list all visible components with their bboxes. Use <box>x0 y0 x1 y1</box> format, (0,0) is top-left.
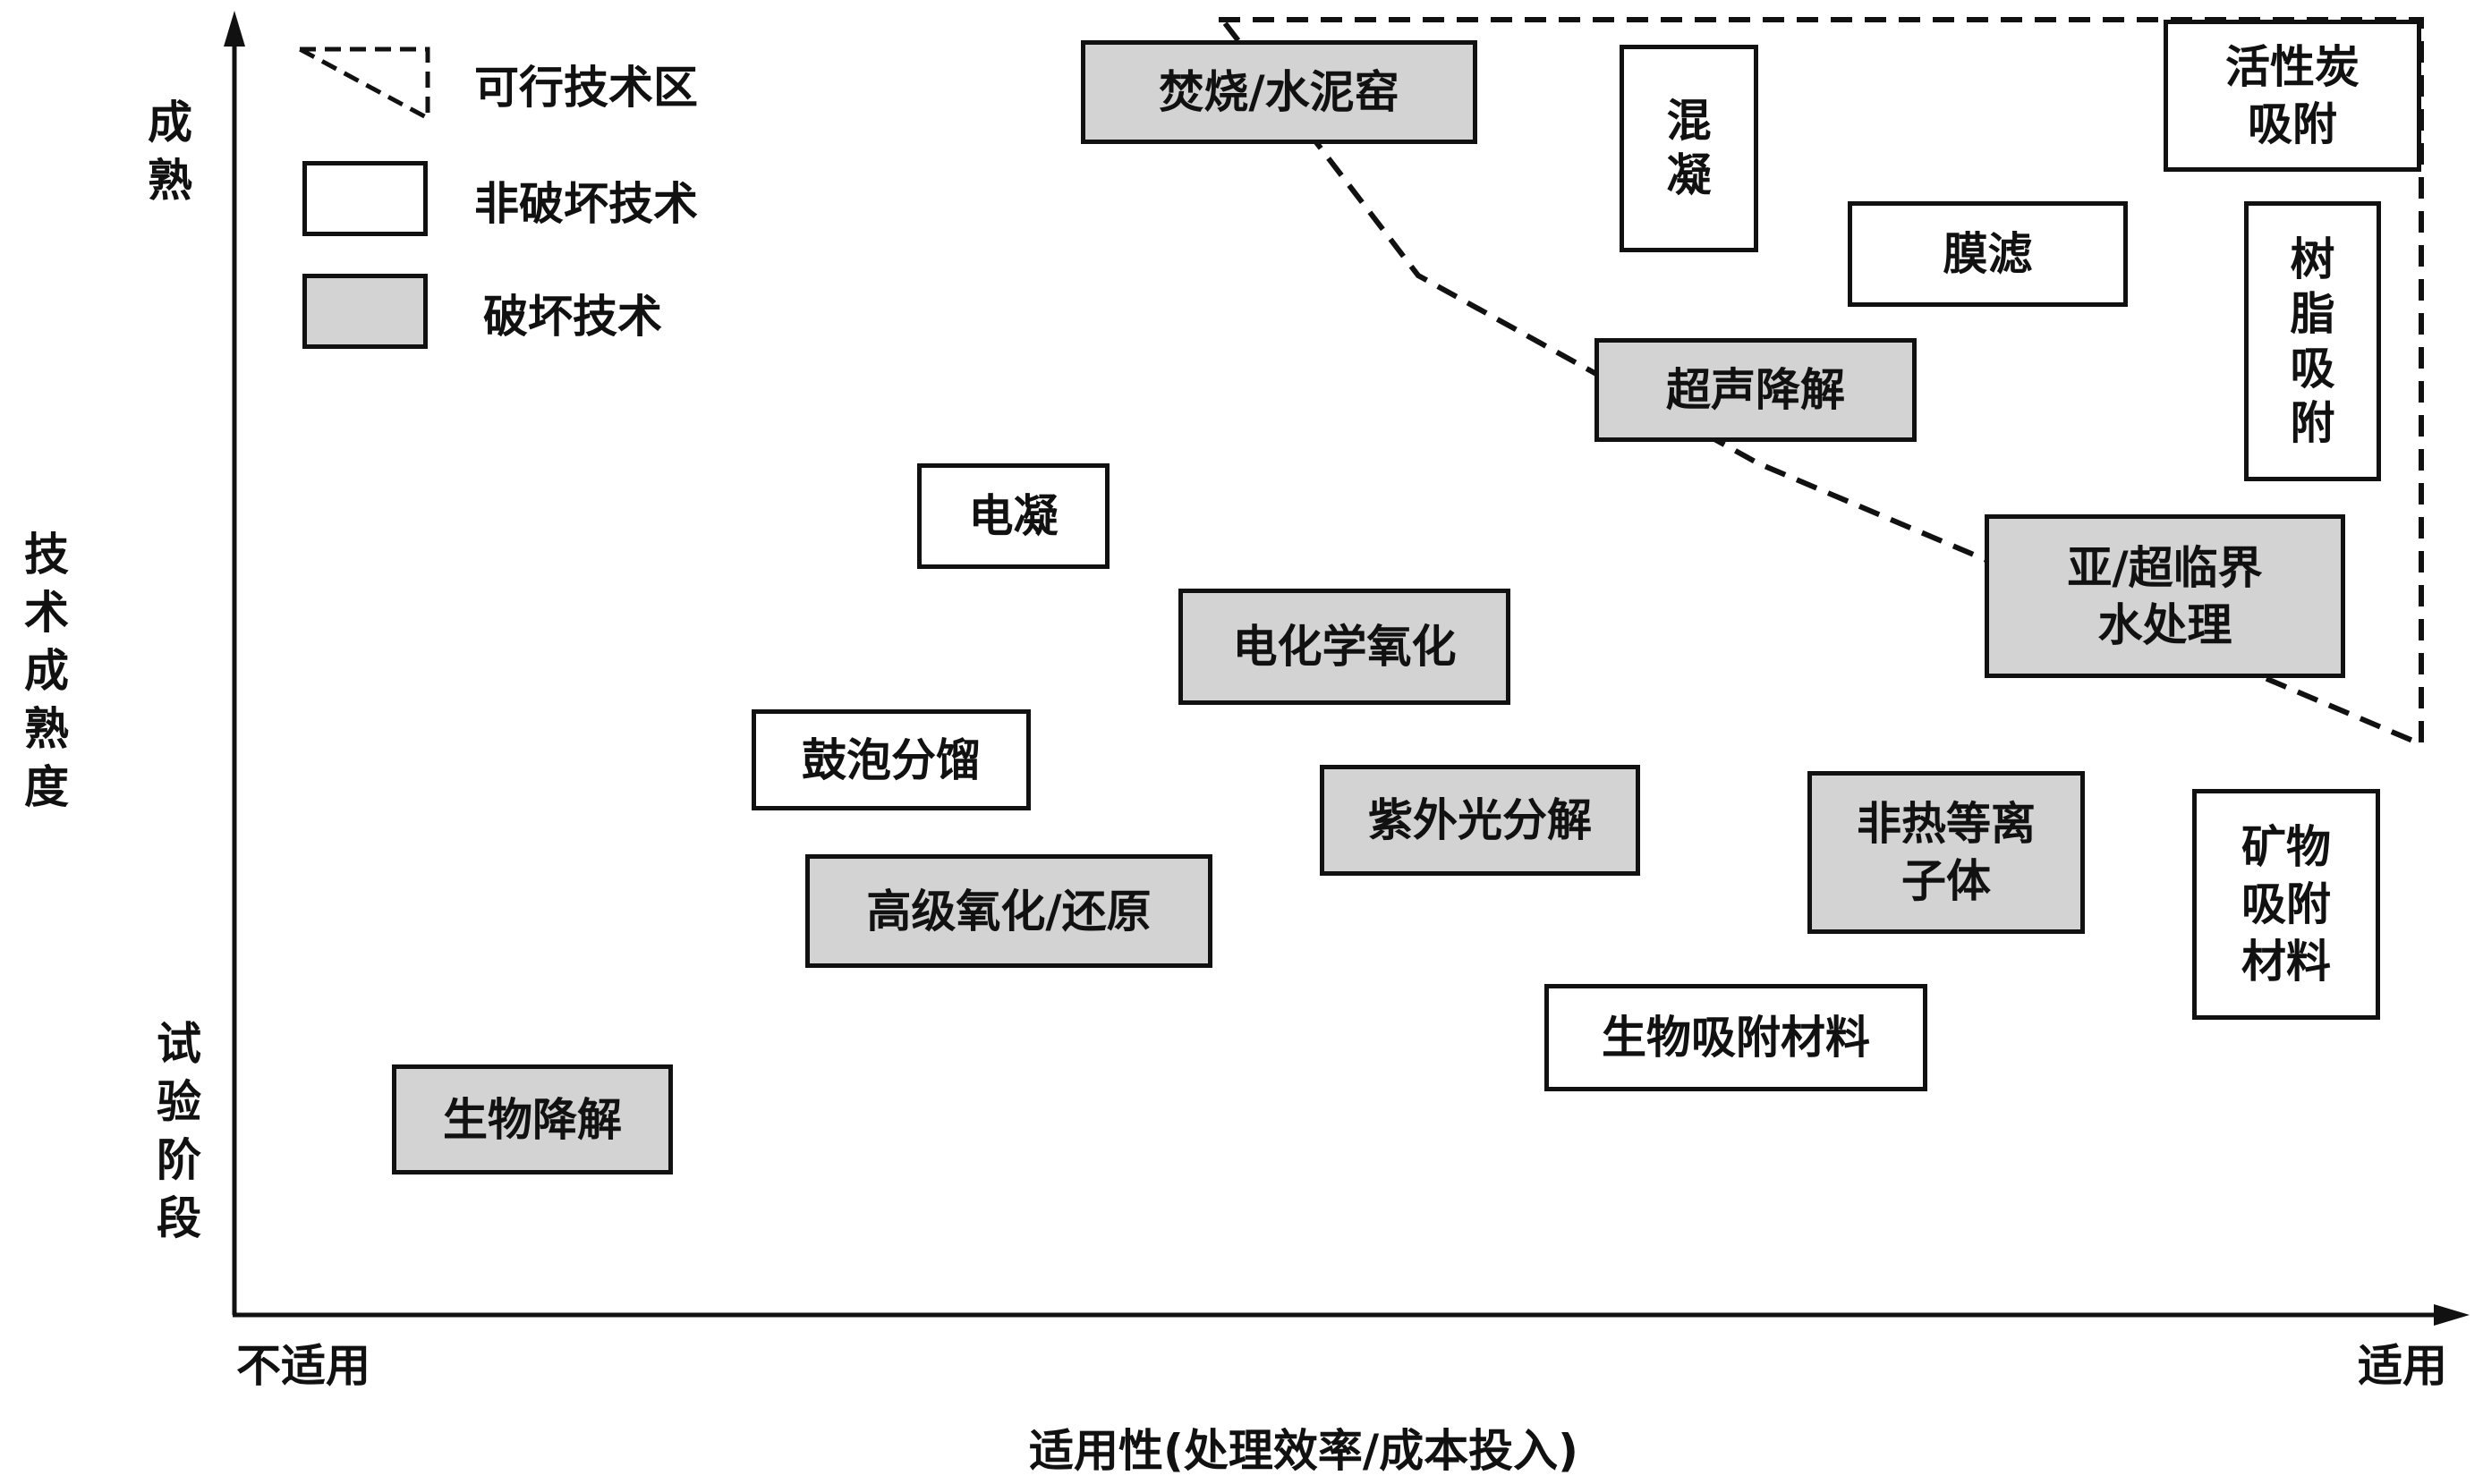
tech-electrocoag: 电凝 <box>917 463 1110 569</box>
tech-foam-fractionation: 鼓泡分馏 <box>752 709 1031 810</box>
tech-activated-carbon: 活性炭 吸附 <box>2164 20 2421 172</box>
legend-feasible-swatch <box>298 47 430 123</box>
y-bottom-label: 试验阶段 <box>157 1018 201 1244</box>
tech-resin: 树 脂 吸 附 <box>2244 201 2381 481</box>
tech-uv-degradation: 紫外光分解 <box>1320 765 1640 876</box>
tech-supercritical: 亚/超临界 水处理 <box>1985 514 2345 678</box>
tech-incineration: 焚烧/水泥窑 <box>1081 40 1477 144</box>
legend-non-destructive-swatch <box>302 161 428 236</box>
y-axis-arrowhead <box>224 11 245 47</box>
legend-non-destructive-label: 非破坏技术 <box>474 178 698 230</box>
tech-ultrasonic: 超声降解 <box>1594 338 1917 442</box>
tech-membrane: 膜滤 <box>1848 201 2128 307</box>
y-top-label: 成熟 <box>148 97 192 207</box>
tech-mineral-adsorbent: 矿物 吸附 材料 <box>2192 789 2380 1020</box>
tech-advanced-oxidation: 高级氧化/还原 <box>805 854 1212 968</box>
tech-electrochem: 电化学氧化 <box>1178 589 1510 705</box>
x-axis-arrowhead <box>2434 1304 2470 1326</box>
tech-biodegradation: 生物降解 <box>392 1064 673 1174</box>
tech-bio-adsorbent: 生物吸附材料 <box>1544 984 1927 1091</box>
legend-destructive-label: 破坏技术 <box>483 291 662 343</box>
legend-destructive-swatch <box>302 274 428 349</box>
x-axis-title: 适用性(处理效率/成本投入) <box>1029 1425 1578 1477</box>
x-left-label: 不适用 <box>236 1340 370 1392</box>
legend-feasible-label: 可行技术区 <box>474 62 698 114</box>
y-axis-title: 技术成熟度 <box>24 529 69 813</box>
tech-plasma: 非热等离 子体 <box>1807 771 2085 934</box>
tech-coagulation: 混 凝 <box>1620 45 1758 252</box>
x-right-label: 适用 <box>2358 1340 2447 1392</box>
